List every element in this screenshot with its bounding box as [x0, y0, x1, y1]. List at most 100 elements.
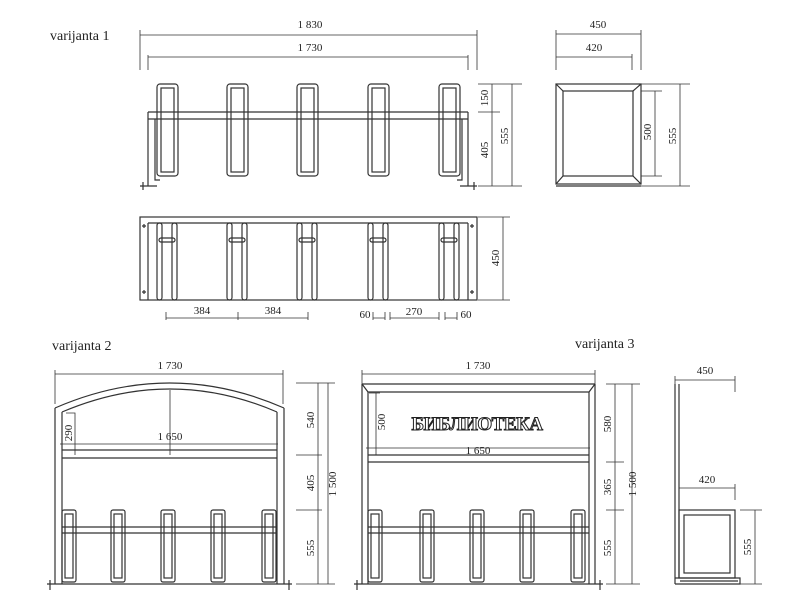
dim-text: 450	[590, 19, 607, 31]
v1-side-view: 450 420 500 555	[555, 19, 690, 187]
dim-text: 555	[742, 538, 754, 555]
sign-text: БИБЛИОТЕКА	[412, 414, 544, 435]
plan-slot-rail	[241, 222, 248, 301]
variant-3-label: varijanta 3	[575, 337, 634, 352]
v1-height-dims: 150 405 555	[478, 83, 522, 187]
right-leg	[457, 112, 477, 190]
plan-frame	[139, 216, 478, 301]
rack-loop-inner	[573, 513, 583, 579]
rack-loop-inner	[264, 513, 274, 579]
mid-bar	[62, 449, 277, 459]
rack-loop	[61, 509, 77, 583]
rack-loop-inner	[370, 513, 380, 579]
posts	[361, 384, 596, 584]
rack-loop	[570, 509, 586, 583]
plan-slot-rail	[382, 222, 389, 301]
plan-slot-rail	[311, 222, 318, 301]
rack-loop-inner	[300, 87, 315, 173]
rack-loop	[226, 83, 249, 177]
dim-text: 405	[479, 141, 491, 158]
v1-front-view: 1 830 1 730 150 405 555	[139, 19, 522, 190]
rack-loop	[438, 83, 461, 177]
dim-text: 580	[602, 415, 614, 432]
dim-1830: 1 830	[139, 19, 478, 70]
dim-text: 1 650	[158, 431, 183, 443]
mid-bar	[368, 454, 589, 463]
dim-text: 555	[602, 539, 614, 556]
v3-side-view: 450 420 555	[674, 365, 762, 585]
dim-text: 1 500	[627, 471, 639, 496]
dim-text: 450	[697, 365, 714, 377]
rack-loop	[156, 83, 179, 177]
plan-slot-rail	[156, 222, 163, 301]
plan-slot-clip	[298, 237, 316, 243]
side-inner-frame	[562, 90, 634, 177]
plan-slots	[142, 222, 474, 301]
arch	[54, 382, 285, 413]
dim-text: 1 500	[327, 471, 339, 496]
dim-1730: 1 730	[147, 42, 469, 70]
side-frame	[555, 83, 642, 185]
bolt-icon	[470, 290, 474, 294]
rack-loop	[367, 509, 383, 583]
rack-loop-inner	[64, 513, 74, 579]
dim-text: 60	[360, 309, 372, 321]
dim-text: 150	[479, 89, 491, 106]
v1-plan-view: 450 384 384 60 270 60	[139, 216, 510, 321]
dim-text: 384	[194, 305, 211, 317]
rack-loop-inner	[230, 87, 245, 173]
rack-loop	[296, 83, 319, 177]
rack-loop	[261, 509, 277, 583]
rack-loop	[160, 509, 176, 583]
plan-slot-clip	[369, 237, 387, 243]
variant-2-label: varijanta 2	[52, 339, 111, 354]
plan-slot-clip	[440, 237, 458, 243]
dim-text: 420	[699, 474, 716, 486]
variant-3: varijanta 3 1 730 БИБЛИОТЕКА 500 1 650 5…	[354, 337, 762, 590]
cross-bar	[148, 111, 468, 120]
plan-slot-rail	[367, 222, 374, 301]
dim-text: 270	[406, 306, 423, 318]
dim-text: 60	[461, 309, 473, 321]
plan-slot-rail	[296, 222, 303, 301]
plan-slot-rail	[438, 222, 445, 301]
dim-text: 540	[305, 411, 317, 428]
side-box	[678, 509, 736, 579]
rack-loops	[156, 83, 461, 177]
variant-1: varijanta 1 1 830 1 730 150 405 555	[50, 19, 690, 321]
rack-loop	[110, 509, 126, 583]
dim-text: 1 730	[298, 42, 323, 54]
plan-slot-rail	[171, 222, 178, 301]
bolt-icon	[142, 224, 146, 228]
dim-text: 1 730	[466, 360, 491, 372]
dim-text: 1 650	[466, 445, 491, 457]
left-leg	[140, 112, 160, 190]
rack-loop	[367, 83, 390, 177]
rack-loop-inner	[522, 513, 532, 579]
dim-text: 555	[667, 127, 679, 144]
rack-loops	[61, 509, 277, 583]
rack-loop-inner	[213, 513, 223, 579]
rack-loop	[519, 509, 535, 583]
rack-loops	[367, 509, 586, 583]
rack-loop-inner	[163, 513, 173, 579]
dim-text: 500	[642, 123, 654, 140]
rack-loop	[210, 509, 226, 583]
plan-slot-rail	[453, 222, 460, 301]
plan-slot-clip	[158, 237, 176, 243]
dim-text: 365	[602, 478, 614, 495]
rack-loop	[469, 509, 485, 583]
rack-loop	[419, 509, 435, 583]
dim-text: 500	[376, 413, 388, 430]
dim-text: 555	[499, 127, 511, 144]
variant-1-label: varijanta 1	[50, 29, 109, 44]
dim-text: 450	[490, 249, 502, 266]
rack-loop-inner	[442, 87, 457, 173]
variant-2: varijanta 2 1 730 1 650 290 540 405 555 …	[47, 339, 339, 590]
dim-text: 405	[305, 474, 317, 491]
rack-loop-inner	[472, 513, 482, 579]
rack-loop-inner	[160, 87, 175, 173]
posts	[54, 408, 285, 584]
bolt-icon	[142, 290, 146, 294]
